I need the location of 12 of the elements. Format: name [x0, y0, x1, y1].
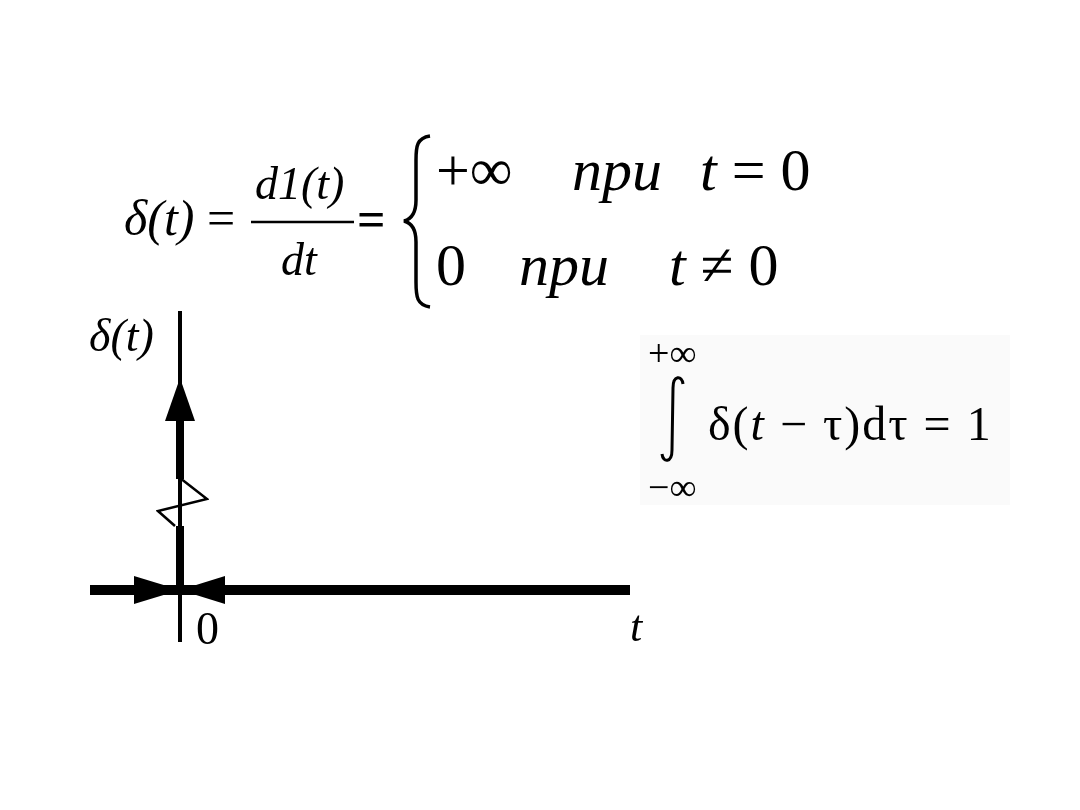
- axis-label: t: [630, 605, 643, 649]
- axis-label: δ(t): [89, 313, 154, 359]
- lower-limit: −∞: [648, 468, 697, 506]
- case-value: 0: [436, 235, 466, 295]
- condition: t ≠ 0: [669, 235, 779, 295]
- equals-sign: =: [357, 194, 386, 244]
- numerator: d1(t): [255, 161, 345, 207]
- denominator: dt: [281, 237, 317, 283]
- case-value: +∞: [436, 140, 513, 200]
- origin-label: 0: [196, 606, 219, 652]
- condition: t = 0: [700, 140, 811, 200]
- upper-limit: +∞: [648, 334, 697, 372]
